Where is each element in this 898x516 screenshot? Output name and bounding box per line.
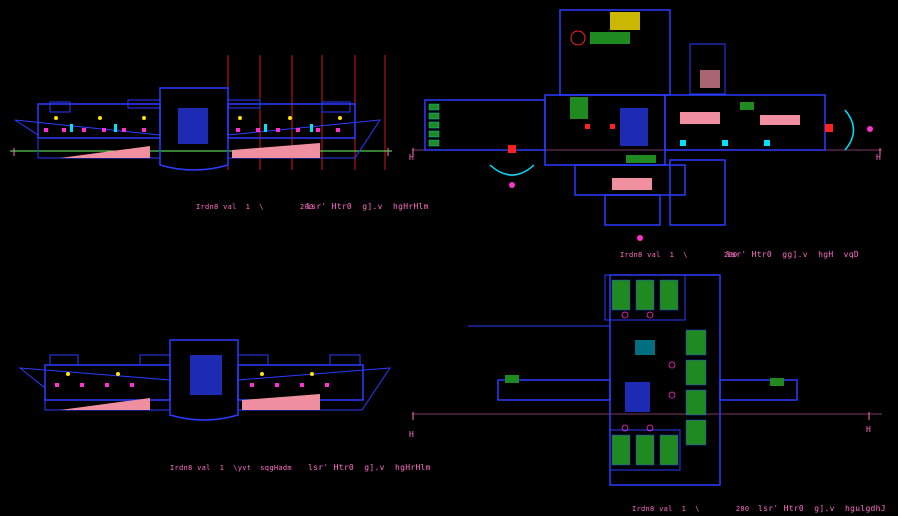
section-markers	[13, 148, 881, 420]
plan-lower-drawing	[412, 274, 882, 486]
plan-main-drawing	[412, 9, 882, 241]
section-mark-left-top: H	[409, 153, 414, 162]
plan-lower-title: lsr' Htr0 g].v hgulgdhJ	[758, 504, 886, 513]
elevation-bottom-title: lsr' Htr0 g].v hgHrHlm	[308, 463, 431, 472]
section-mark-left-bottom: H	[409, 430, 414, 439]
plan-main-scale: Irdn8 val 1 \ 200	[620, 251, 738, 259]
section-mark-right-bottom: H	[866, 425, 871, 434]
plan-lower-scale: Irdn8 val 1 \ 200	[632, 505, 750, 513]
elevation-bottom-drawing	[18, 339, 391, 421]
elevation-top-title: lsr' Htr0 g].v hgHrHlm	[306, 202, 429, 211]
plan-main-title: lsr' Htr0 gg].v hgH vqD	[726, 250, 860, 259]
elevation-top-scale: Irdn8 val 1 \ 200	[196, 203, 314, 211]
section-mark-right-top: H	[876, 153, 881, 162]
elevation-top-drawing	[10, 55, 392, 171]
elevation-bottom-scale: Irdn8 val 1 \yvt sqgHadm	[170, 464, 292, 472]
